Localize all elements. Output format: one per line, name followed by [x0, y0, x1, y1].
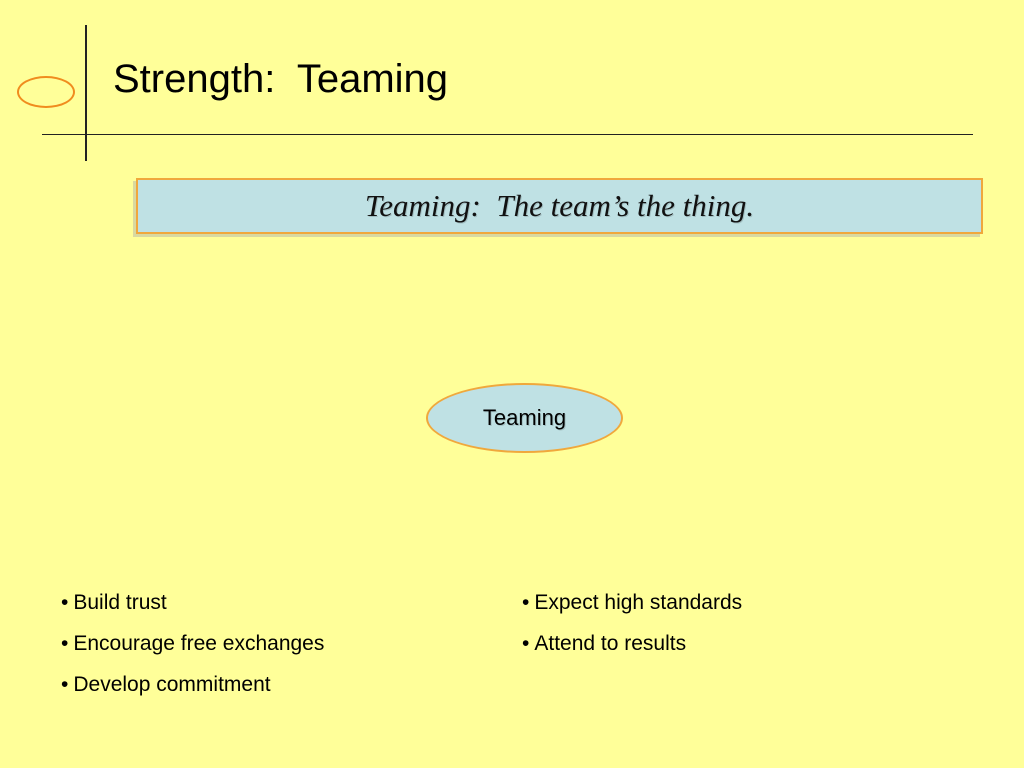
bullet-glyph: •	[61, 632, 69, 655]
right-bullet-list: •Expect high standards •Attend to result…	[522, 590, 742, 672]
bullet-glyph: •	[522, 632, 530, 655]
bullet-text: Encourage free exchanges	[73, 632, 325, 655]
bullet-glyph: •	[61, 673, 69, 696]
title-horizontal-rule	[42, 134, 973, 135]
bullet-text: Develop commitment	[73, 673, 271, 696]
subtitle-banner: Teaming: The team’s the thing.	[136, 178, 983, 234]
bullet-text: Attend to results	[534, 632, 687, 655]
bullet-text: Build trust	[73, 591, 167, 614]
teaming-oval: Teaming	[426, 383, 623, 453]
bullet-text: Expect high standards	[534, 591, 743, 614]
list-item: •Encourage free exchanges	[61, 631, 324, 672]
decorative-oval	[17, 76, 75, 108]
list-item: •Build trust	[61, 590, 324, 631]
title-vertical-rule	[85, 25, 87, 161]
slide-title: Strength: Teaming	[113, 57, 449, 101]
bullet-glyph: •	[522, 591, 530, 614]
list-item: •Expect high standards	[522, 590, 742, 631]
teaming-oval-label: Teaming	[482, 405, 567, 430]
left-bullet-list: •Build trust •Encourage free exchanges •…	[61, 590, 324, 713]
list-item: •Attend to results	[522, 631, 742, 672]
subtitle-banner-text: Teaming: The team’s the thing.	[364, 188, 755, 223]
list-item: •Develop commitment	[61, 672, 324, 713]
bullet-glyph: •	[61, 591, 69, 614]
